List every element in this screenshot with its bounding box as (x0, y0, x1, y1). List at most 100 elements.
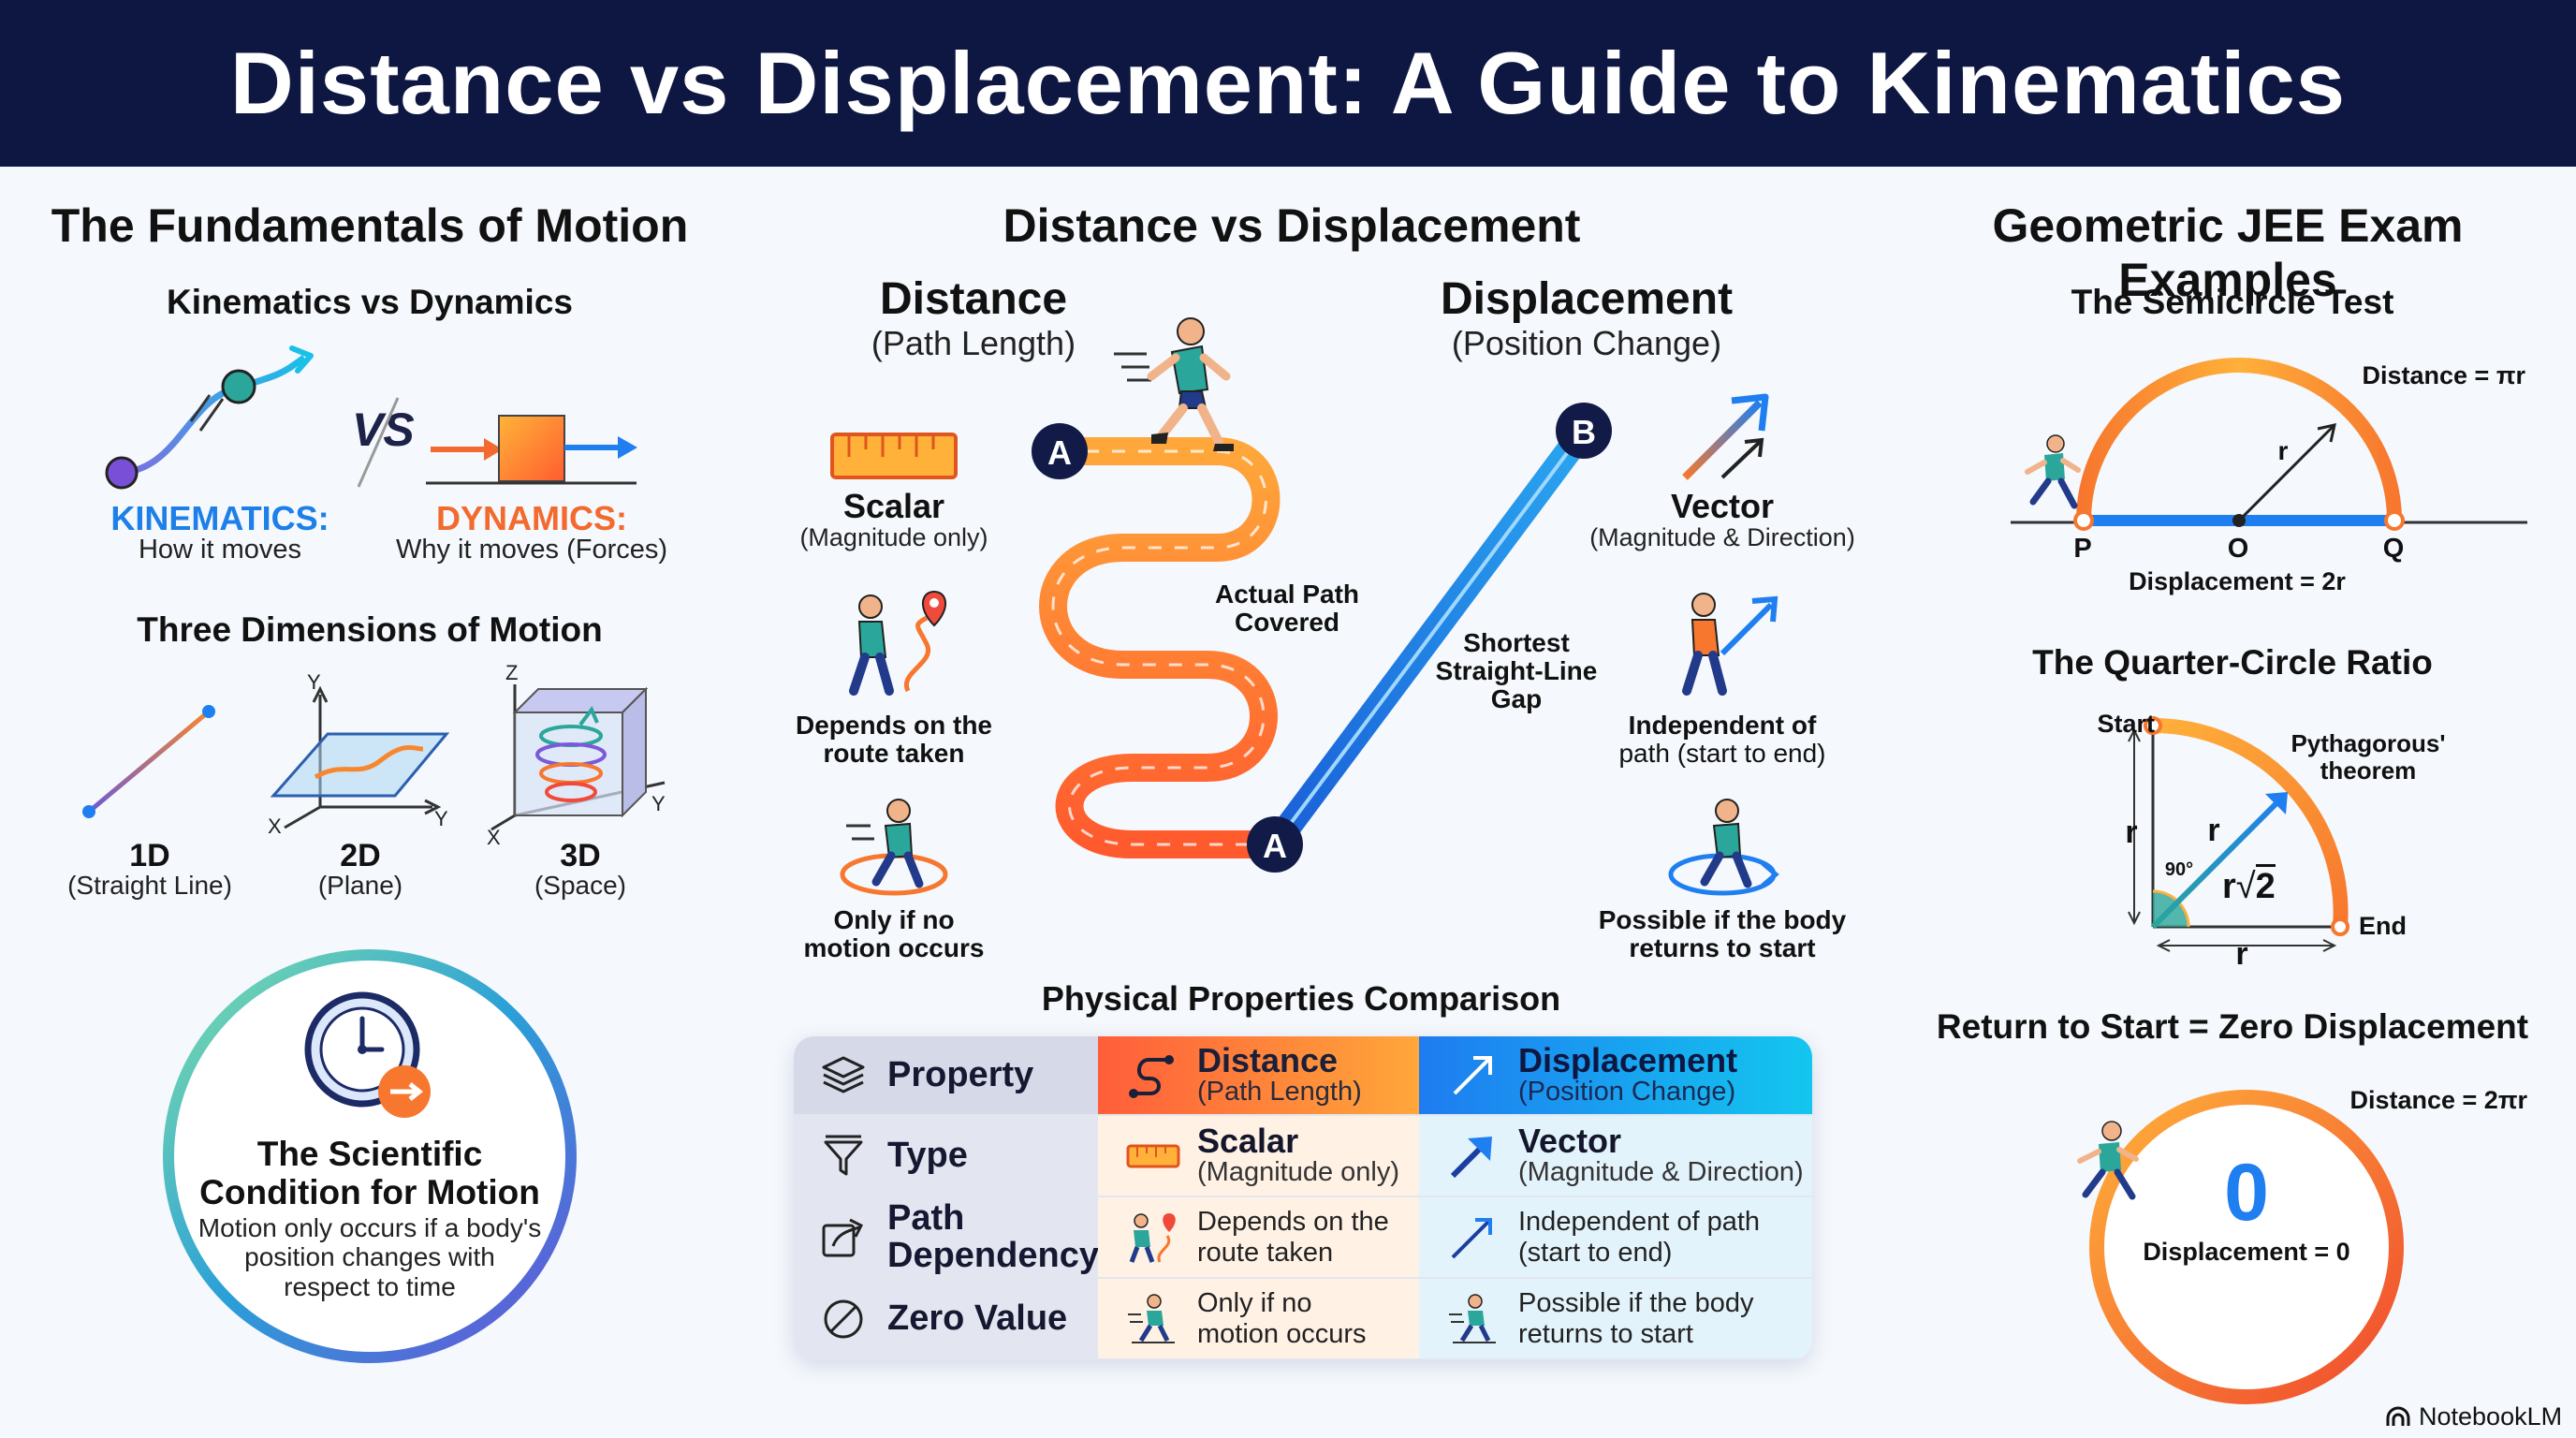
distance-title: Distance (879, 274, 1068, 324)
quarter-r-diagonal: r (2207, 813, 2220, 848)
runner-return-icon (1668, 799, 1779, 896)
actual-path-line-1: Actual Path (1214, 580, 1360, 609)
walker-route-small-icon (1129, 1212, 1176, 1263)
dynamics-force-icon (426, 415, 637, 485)
axis-x-label-3d: X (487, 826, 501, 849)
ruler-small-icon (1126, 1144, 1180, 1167)
table-header-distance: Distance (Path Length) (1098, 1036, 1419, 1116)
walker-route-icon (849, 590, 946, 696)
middle-heading: Distance vs Displacement (1003, 199, 1581, 252)
only-if-line-2: motion occurs (803, 933, 985, 963)
point-b: B (1572, 413, 1596, 451)
distance-sub: (Path Length) (871, 324, 1076, 362)
brand-label: NotebookLM (2419, 1402, 2563, 1431)
shortest-gap-label: Shortest Straight-Line Gap (1432, 628, 1601, 714)
condition-title: The Scientific Condition for Motion (178, 1135, 562, 1212)
vector-arrows-icon (1682, 393, 1769, 480)
table-header-distance-sub: (Path Length) (1197, 1077, 1362, 1108)
clock-icon (304, 991, 431, 1118)
table-row-zero-distance: Only if no motion occurs (1098, 1279, 1419, 1360)
semicircle-diagram (2011, 358, 2527, 531)
two-d-plane-icon: Y Y X (268, 670, 450, 838)
path-diagram: A A B (1032, 403, 1612, 873)
title-banner: Distance vs Displacement: A Guide to Kin… (0, 0, 2576, 167)
point-a-bottom: A (1263, 827, 1287, 865)
table-heading: Physical Properties Comparison (1041, 979, 1561, 1018)
condition-ring (163, 949, 577, 1363)
r-root-radicand: 2 (2255, 864, 2276, 906)
independent-line-1: Independent of (1628, 711, 1817, 740)
quarter-angle: 90° (2164, 859, 2194, 880)
table-row-type-distance-main: Scalar (1197, 1121, 1299, 1160)
runner-return-small-icon (1449, 1293, 1496, 1343)
quarter-circle-diagram (2128, 716, 2349, 952)
table-row-path-displacement-1: Independent of path (1518, 1207, 1761, 1238)
actual-path-line-2: Covered (1234, 608, 1340, 638)
quarter-r-vertical: r (2125, 814, 2138, 850)
table-header-property: Property (794, 1036, 1098, 1116)
full-circle-diagram (2077, 1090, 2404, 1404)
table-row-zero-label-cell: Zero Value (794, 1279, 1098, 1360)
actual-path-label: Actual Path Covered (1208, 580, 1367, 637)
point-a-top: A (1047, 433, 1072, 472)
path-squiggle-icon (1129, 1054, 1174, 1098)
circle-distance: Distance = 2πr (2349, 1086, 2527, 1114)
table-header-distance-label: Distance (1197, 1040, 1339, 1079)
axis-y-label: Y (307, 670, 321, 694)
table-row-path-label-cell: Path Dependency (794, 1197, 1099, 1279)
diagonal-arrow-icon (1453, 1055, 1492, 1094)
r-root-coefficient: r (2222, 867, 2236, 906)
only-if-line-1: Only if no (833, 905, 955, 934)
kinematics-curve-icon (105, 345, 314, 490)
table-row-path-label-2: Dependency (887, 1235, 1099, 1275)
ruler-icon (830, 433, 958, 479)
funnel-icon (824, 1135, 863, 1175)
left-heading: The Fundamentals of Motion (51, 199, 689, 252)
axis-y-label-3d: Y (651, 792, 666, 815)
table-row-zero-label: Zero Value (887, 1298, 1068, 1338)
table-row-type-distance: Scalar (Magnitude only) (1098, 1116, 1419, 1197)
condition-title-line-1: The Scientific (256, 1135, 483, 1173)
table-row-path-displacement: Independent of path (start to end) (1419, 1197, 1812, 1279)
table-row-path-distance: Depends on the route taken (1098, 1197, 1419, 1279)
semicircle-distance: Distance = πr (2362, 361, 2526, 389)
depends-line-1: Depends on the (795, 711, 992, 740)
pythagoras-line-1: Pythagorous' (2291, 729, 2446, 757)
runner-loop-icon (840, 799, 948, 896)
table-row-type-displacement-main: Vector (1518, 1121, 1622, 1160)
walker-arrow-icon (1682, 593, 1778, 696)
displacement-sub: (Position Change) (1451, 324, 1722, 362)
page-title: Distance vs Displacement: A Guide to Kin… (229, 34, 2347, 132)
vector-title: Vector (1670, 487, 1775, 525)
dim-2d-label: 2D (340, 838, 381, 873)
condition-text-line-2: position changes with (244, 1242, 495, 1272)
possible-line-2: returns to start (1629, 933, 1816, 963)
semicircle-r: r (2277, 436, 2289, 465)
pythagoras-line-2: theorem (2320, 756, 2417, 785)
share-box-icon (822, 1218, 864, 1256)
axis-z-label: Z (505, 661, 518, 684)
semicircle-p: P (2073, 534, 2092, 564)
right-heading: Geometric JEE Exam Examples (1992, 199, 2464, 306)
semicircle-displacement: Displacement = 2r (2129, 567, 2346, 595)
dim-3d-sub: (Space) (534, 871, 627, 900)
table-row-type-label: Type (887, 1135, 968, 1175)
table-row-zero-displacement-2: returns to start (1518, 1318, 1693, 1349)
kinematics-sub: How it moves (138, 535, 302, 565)
table-header-displacement-sub: (Position Change) (1518, 1077, 1736, 1108)
table-row-type-displacement: Vector (Magnitude & Direction) (1419, 1116, 1812, 1197)
runner-still-icon (1128, 1293, 1175, 1343)
circle-title: Return to Start = Zero Displacement (1936, 1007, 2529, 1046)
shortest-line-2: Straight-Line (1435, 656, 1598, 686)
circle-displacement: Displacement = 0 (2143, 1238, 2350, 1266)
scalar-sub: (Magnitude only) (799, 523, 988, 551)
quarter-start: Start (2097, 710, 2155, 738)
straight-arrow-icon (1451, 1217, 1492, 1258)
table-header-property-label: Property (887, 1054, 1034, 1094)
quarter-pythagoras: Pythagorous' theorem (2265, 730, 2471, 784)
semicircle-title: The Semicircle Test (2071, 283, 2394, 321)
axis-x-label: X (268, 814, 282, 838)
comparison-table: Property Distance (Path Length) Displace… (794, 1036, 1812, 1360)
dims-heading: Three Dimensions of Motion (137, 610, 603, 649)
possible-line-1: Possible if the body (1598, 905, 1847, 934)
